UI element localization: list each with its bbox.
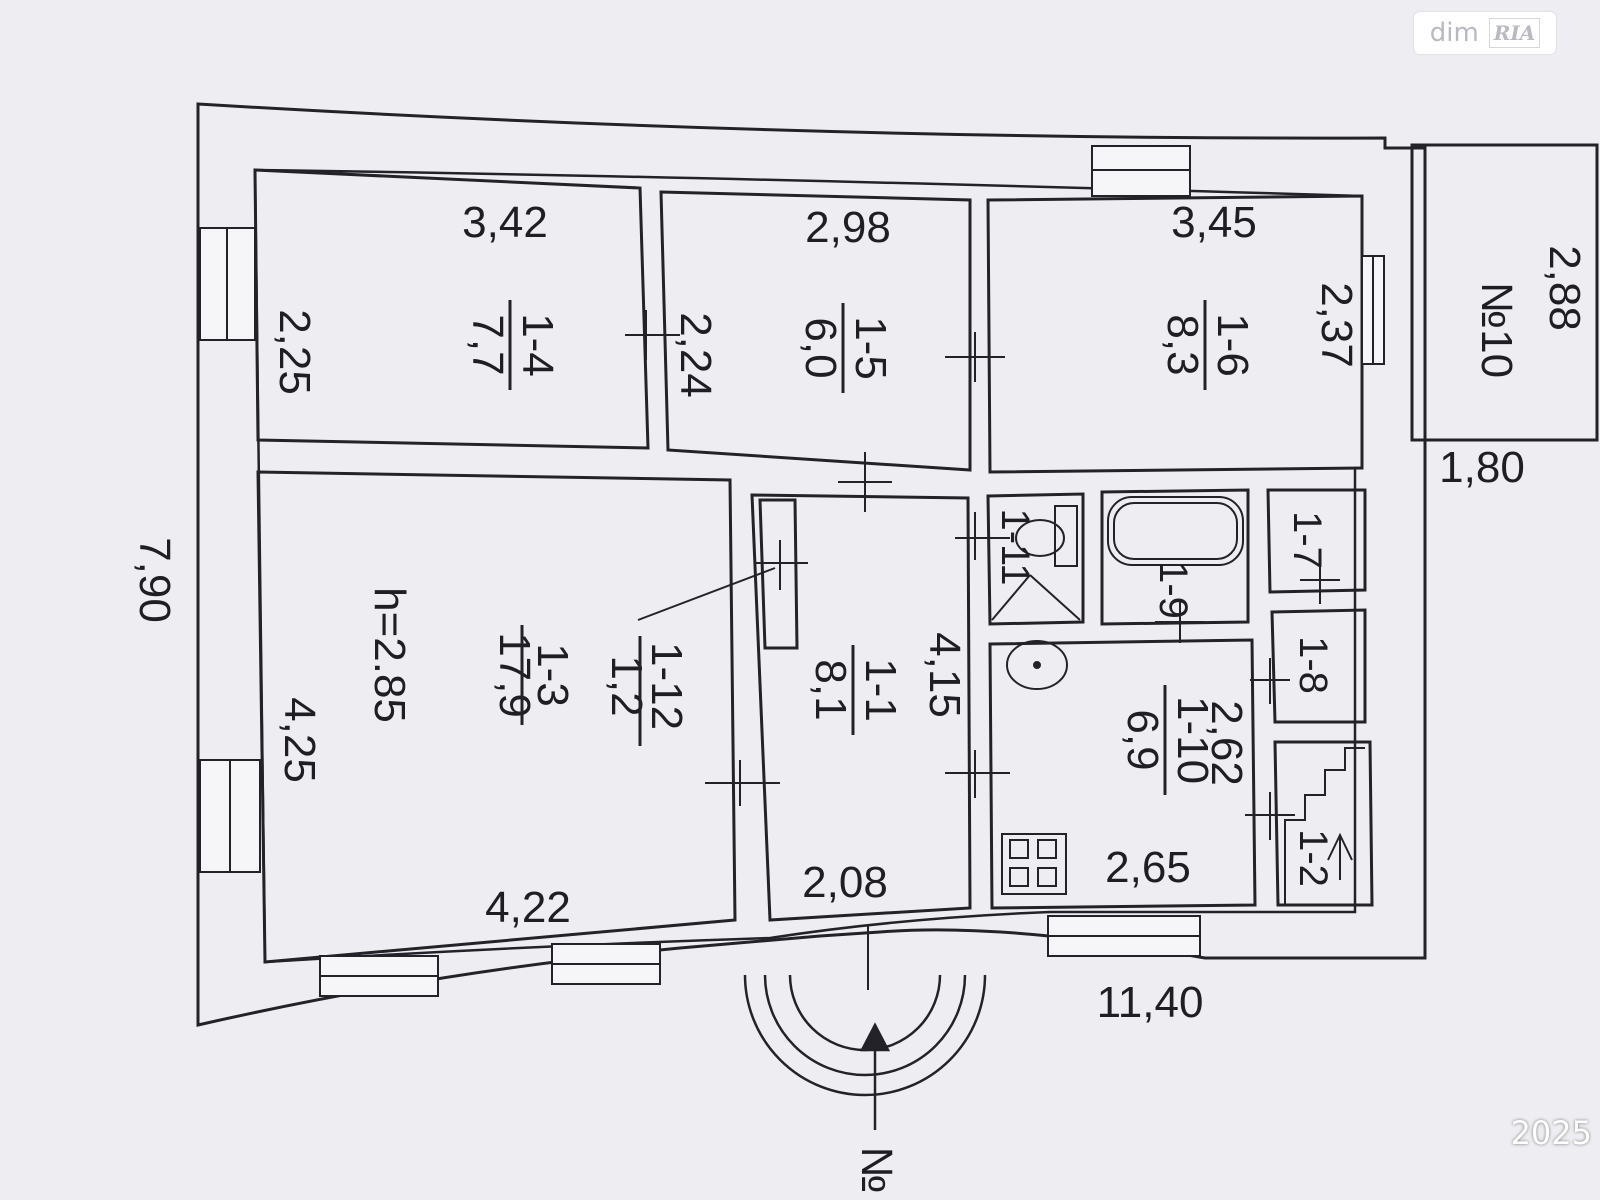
room-1-1-area: 8,1: [806, 659, 855, 720]
fixtures: [991, 496, 1365, 905]
overall-width-label: 11,40: [1097, 978, 1204, 1027]
annex-length: 2,88: [1540, 245, 1589, 331]
inner-wall: [253, 168, 1364, 964]
overall-depth-label: 7,90: [130, 537, 179, 623]
room-1-4-length: 3,42: [462, 198, 548, 247]
room-1-6-walls: [986, 194, 1364, 474]
room-1-6-id: 1-6: [1208, 313, 1257, 377]
room-1-10-width: 2,62: [1202, 700, 1251, 786]
sink-icon: [1006, 640, 1068, 690]
room-1-10-id: 1-10: [1168, 696, 1217, 784]
room-1-5-walls: [659, 190, 972, 472]
room-1-10-area: 6,9: [1118, 709, 1167, 770]
room-1-4-walls: [253, 168, 650, 450]
entry-porch: [743, 974, 987, 1130]
room-1-5-length: 2,98: [805, 203, 891, 252]
room-1-10-length: 2,65: [1105, 843, 1191, 892]
annex-label: №10: [1472, 282, 1521, 378]
stove-icon: [1001, 833, 1067, 895]
room-1-4-id: 1-4: [513, 313, 562, 377]
windows: [199, 145, 1385, 997]
room-1-5-width: 2,24: [671, 312, 720, 398]
room-1-6-width: 2,37: [1312, 282, 1361, 368]
toilet-icon: [1015, 519, 1065, 557]
watermark-logo: dim RIA: [1414, 12, 1556, 54]
room-1-3-height: h=2.85: [365, 587, 414, 723]
room-1-12-id: 1-12: [642, 642, 691, 730]
room-1-12-area: 1,2: [602, 655, 651, 716]
door-marks: [625, 310, 1340, 990]
room-1-9-id: 1-9: [1151, 561, 1195, 619]
room-1-7-walls: [1266, 488, 1367, 594]
watermark-text-b: RIA: [1488, 18, 1541, 48]
room-1-2-id: 1-2: [1291, 829, 1335, 887]
room-1-3-id: 1-3: [528, 643, 577, 707]
room-1-12-walls: [758, 498, 799, 650]
room-1-4-width: 2,25: [270, 309, 319, 395]
walls: [196, 102, 1599, 1027]
entry-arrow-icon: [859, 1022, 891, 1052]
room-1-6-length: 3,45: [1171, 198, 1257, 247]
room-1-11-id: 1-11: [993, 508, 1037, 585]
bathtub-icon: [1107, 496, 1244, 566]
room-1-1-id: 1-1: [856, 658, 905, 722]
room-1-4-area: 7,7: [463, 314, 512, 375]
room-1-5-id: 1-5: [846, 316, 895, 380]
room-1-10-walls: [988, 638, 1257, 910]
room-1-2-walls: [1273, 740, 1374, 907]
room-1-1-walls: [750, 493, 972, 922]
room-1-12-leader: [637, 567, 776, 621]
room-1-3-area: 17,9: [490, 632, 539, 718]
labels: 11,40 7,90 3,42 2,25 1-4 7,7 2,98 2,24 1…: [130, 198, 1589, 1194]
room-1-8-walls: [1270, 608, 1367, 724]
room-1-11-walls: [986, 492, 1085, 626]
room-1-3-length: 4,22: [485, 883, 571, 932]
room-1-9-walls: [1100, 488, 1250, 626]
annex-width: 1,80: [1439, 443, 1525, 492]
room-1-3-walls: [256, 470, 737, 964]
watermark-text-a: dim: [1429, 18, 1479, 48]
room-1-5-area: 6,0: [796, 317, 845, 378]
room-1-8-id: 1-8: [1291, 636, 1335, 694]
room-1-7-id: 1-7: [1285, 511, 1329, 569]
date-stamp: 2025: [1510, 1114, 1592, 1152]
room-1-1-width: 2,08: [802, 858, 888, 907]
room-1-3-width: 4,25: [275, 697, 324, 783]
room-1-6-area: 8,3: [1158, 314, 1207, 375]
stairs-icon: [1284, 747, 1365, 905]
north-marker: №: [852, 1146, 901, 1193]
room-1-1-length: 4,15: [920, 632, 969, 718]
